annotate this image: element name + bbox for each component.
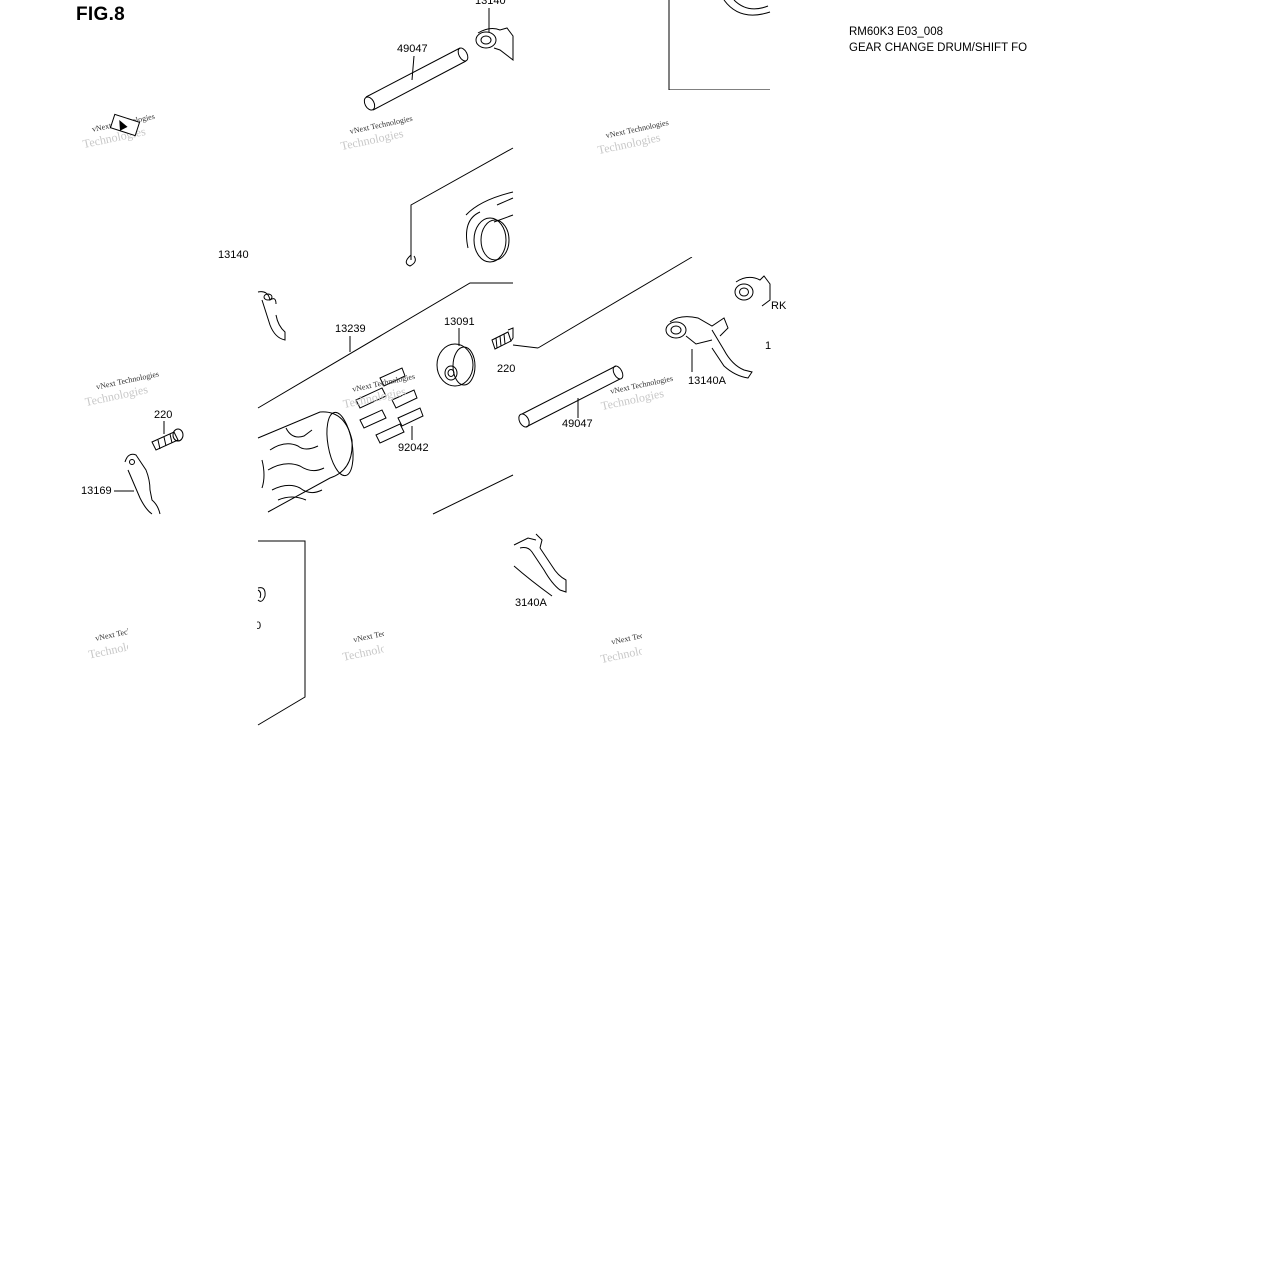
label-13140-left: 13140 bbox=[218, 249, 249, 261]
model-code: RM60K3 E03_008 bbox=[849, 26, 943, 38]
diagram-guide-line bbox=[537, 256, 693, 349]
top-housing-outline bbox=[405, 147, 514, 267]
label-49047-top: 49047 bbox=[397, 43, 428, 55]
shift-rod-right bbox=[518, 365, 624, 428]
wm-badge bbox=[109, 113, 141, 137]
label-13239: 13239 bbox=[335, 323, 366, 335]
shift-fork-left bbox=[257, 291, 286, 341]
label-3140a: 3140A bbox=[515, 597, 547, 609]
top-right-frame bbox=[668, 0, 771, 91]
label-13169: 13169 bbox=[81, 485, 112, 497]
shift-fork-right-upper bbox=[734, 275, 771, 307]
label-13140a: 13140A bbox=[688, 375, 727, 387]
bolt-center bbox=[491, 327, 514, 350]
watermark-clip-masks bbox=[128, 615, 770, 675]
drum-frame bbox=[257, 282, 514, 515]
shift-fork-bottom bbox=[513, 533, 567, 597]
drum-cam bbox=[436, 343, 476, 387]
pins bbox=[355, 367, 424, 444]
shift-fork-top bbox=[475, 27, 514, 62]
stopper-plate bbox=[124, 453, 161, 515]
shift-fork-right bbox=[665, 316, 753, 379]
diagram-caption: GEAR CHANGE DRUM/SHIFT FO bbox=[849, 42, 1028, 54]
label-220-center: 220 bbox=[497, 363, 515, 375]
label-right-partial-2: RK bbox=[771, 300, 787, 312]
label-92042: 92042 bbox=[398, 442, 429, 454]
label-right-partial-1: 1 bbox=[765, 340, 771, 352]
label-220-left: 220 bbox=[154, 409, 172, 421]
shift-rod-top bbox=[363, 47, 469, 111]
shift-drum bbox=[257, 411, 354, 513]
part-labels: 13140 49047 13140 13239 13091 220 92042 … bbox=[81, 0, 787, 632]
label-49047-right: 49047 bbox=[562, 418, 593, 430]
label-lower-left-partial: 0 bbox=[255, 620, 261, 632]
bolt-left bbox=[151, 428, 184, 451]
label-13140-top: 13140 bbox=[475, 0, 506, 7]
bottom-left-frame bbox=[257, 540, 306, 726]
figure-number: FIG.8 bbox=[76, 4, 126, 25]
label-13091: 13091 bbox=[444, 316, 475, 328]
